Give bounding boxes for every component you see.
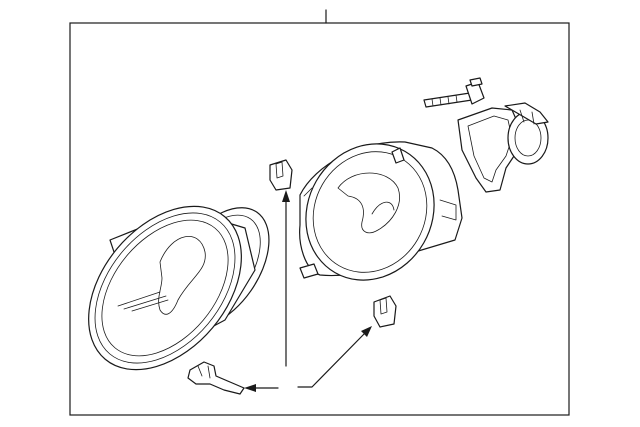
diagram-frame	[69, 22, 570, 416]
upper-retaining-clip	[269, 159, 293, 191]
bulb-socket-gasket	[457, 102, 549, 193]
callout-arrow-lower-clip	[297, 326, 372, 388]
callout-arrow-connector	[244, 384, 279, 392]
headlamp-housing	[299, 141, 463, 281]
callout-arrow-upper-clip	[282, 190, 290, 367]
headlamp-lens	[88, 205, 270, 371]
adjuster-screw	[423, 77, 485, 108]
harness-connector	[187, 361, 245, 395]
lower-retaining-clip	[373, 295, 397, 328]
